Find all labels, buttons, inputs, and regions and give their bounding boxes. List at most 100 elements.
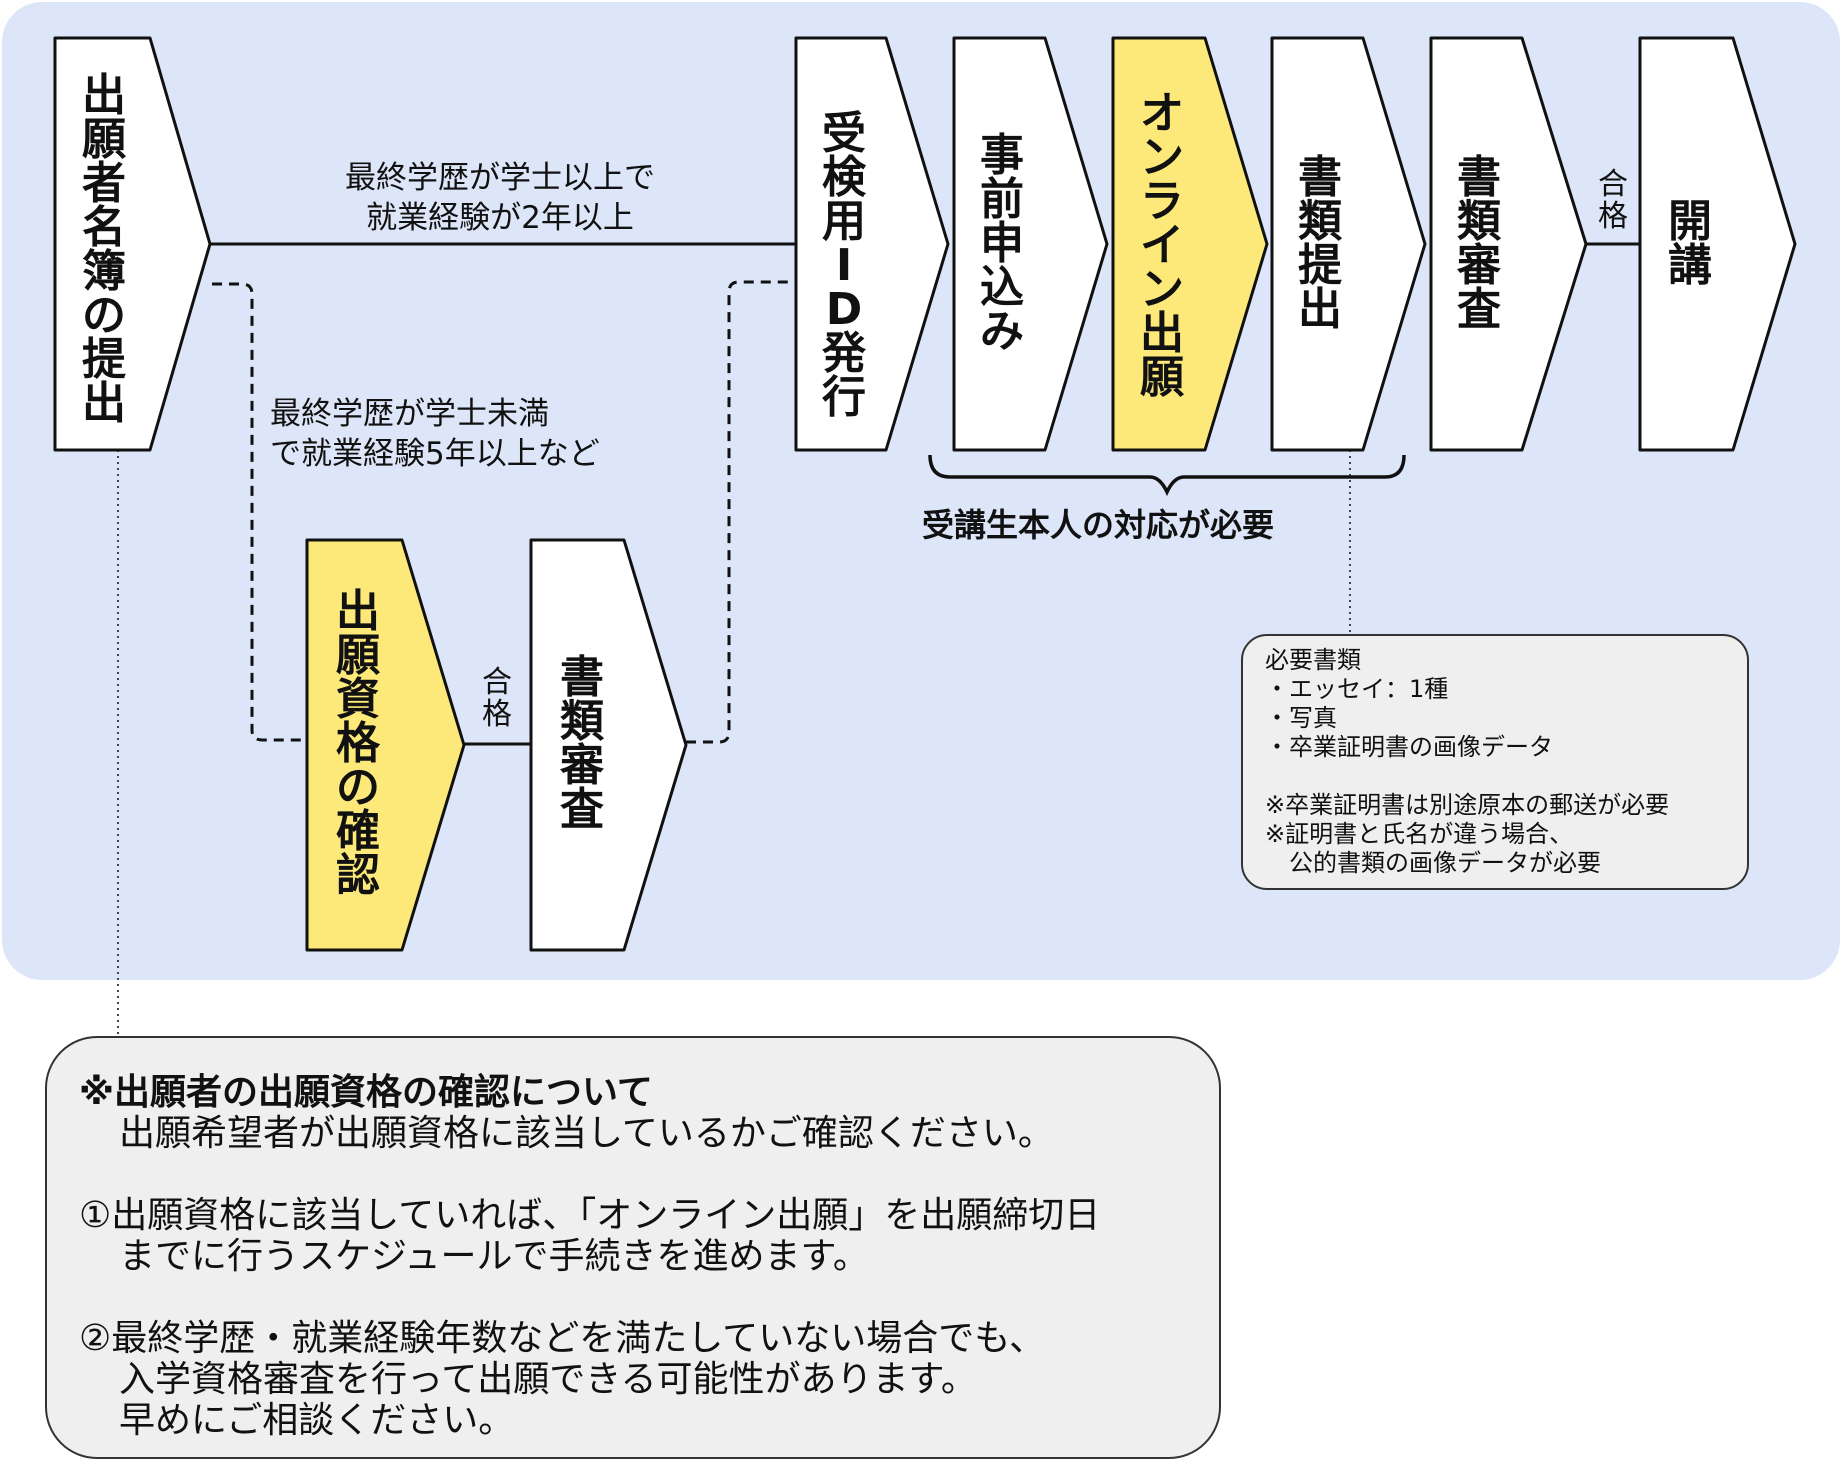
- label-char: 査: [560, 784, 604, 835]
- label-char: ン: [1140, 132, 1184, 183]
- label-char: 確: [336, 806, 380, 857]
- required-docs-note: 公的書類の画像データが必要: [1265, 849, 1601, 877]
- note-point2-line3: 早めにご相談ください。: [119, 1400, 515, 1441]
- step-online-application: オンライン出願: [1126, 92, 1198, 400]
- step-shape-online-application: [1111, 36, 1269, 452]
- step-eligibility-check: 出願資格の確認: [322, 590, 394, 898]
- label-char: 書: [560, 652, 604, 703]
- step-shape-course-start: [1638, 36, 1797, 452]
- required-docs-item: ・卒業証明書の画像データ: [1265, 733, 1553, 761]
- label-char: 者: [82, 158, 126, 209]
- pass-label-eligibility: 合格: [472, 668, 522, 732]
- label-char: 簿: [82, 246, 126, 297]
- label-char: イ: [1140, 220, 1184, 271]
- label-char: 出: [82, 70, 126, 121]
- label-char: 検: [822, 152, 866, 203]
- label-char: 用: [822, 196, 866, 247]
- step-shape-eligibility-check: [305, 538, 466, 952]
- label-char: 出: [82, 378, 126, 429]
- label-char: 事: [980, 130, 1024, 181]
- condition-route-a-line1: 最終学歴が学士以上で: [345, 160, 655, 196]
- condition-route-a: 最終学歴が学士以上で 就業経験が2年以上: [290, 158, 710, 238]
- step-submit-roster: 出願者名簿の提出: [68, 74, 140, 426]
- label-char: オ: [1140, 88, 1184, 139]
- label-char: 願: [1140, 352, 1184, 403]
- step-eligibility-review: 書類審査: [546, 656, 618, 832]
- note-point1-line2: までに行うスケジュールで手続きを進めます。: [119, 1236, 869, 1277]
- note-title: ※出願者の出願資格の確認について: [79, 1072, 653, 1113]
- required-docs-note: ※証明書と氏名が違う場合、: [1265, 820, 1574, 848]
- label-char: 類: [1457, 196, 1501, 247]
- step-course-start: 開講: [1654, 200, 1726, 288]
- label-char: 類: [1298, 196, 1342, 247]
- label-char: 講: [1668, 240, 1712, 291]
- label-char: 行: [822, 372, 866, 423]
- label-char: 書: [1457, 152, 1501, 203]
- label-char: の: [82, 290, 126, 341]
- required-docs-item: ・エッセイ：1種: [1265, 675, 1449, 703]
- label-char: D: [825, 284, 863, 335]
- condition-route-a-line2: 就業経験が2年以上: [366, 200, 634, 236]
- label-char: 審: [560, 740, 604, 791]
- label-char: 書: [1298, 152, 1342, 203]
- eligibility-note-box: ※出願者の出願資格の確認について 出願希望者が出願資格に該当しているかご確認くだ…: [45, 1036, 1221, 1459]
- required-docs-note: ※卒業証明書は別途原本の郵送が必要: [1265, 791, 1670, 819]
- condition-route-b: 最終学歴が学士未満 で就業経験5年以上など: [270, 394, 600, 474]
- pass-label-review: 合格: [1588, 170, 1638, 234]
- applicant-action-label: 受講生本人の対応が必要: [922, 506, 1275, 544]
- required-docs-title: 必要書類: [1265, 646, 1361, 674]
- step-document-review: 書類審査: [1443, 156, 1515, 332]
- label-char: の: [336, 762, 380, 813]
- step-shape-document-review: [1429, 36, 1588, 452]
- note-point1-line1: ①出願資格に該当していれば、「オンライン出願」を出願締切日: [79, 1195, 1101, 1236]
- label-char: 合: [1598, 167, 1628, 202]
- label-char: 名: [82, 202, 126, 253]
- label-char: 出: [336, 586, 380, 637]
- label-char: み: [980, 306, 1024, 357]
- label-char: 込: [980, 262, 1024, 313]
- label-char: I: [835, 240, 853, 291]
- spacer: [79, 1154, 1219, 1195]
- label-char: 願: [82, 114, 126, 165]
- step-shape-id-issue: [794, 36, 950, 452]
- spacer: [79, 1277, 1219, 1318]
- label-char: 格: [482, 697, 512, 732]
- label-char: 提: [1298, 240, 1342, 291]
- condition-route-b-line1: 最終学歴が学士未満: [270, 396, 549, 432]
- connector-route-b-in: [212, 282, 306, 742]
- note-intro: 出願希望者が出願資格に該当しているかご確認ください。: [119, 1113, 1054, 1154]
- label-char: 類: [560, 696, 604, 747]
- step-pre-application: 事前申込み: [966, 134, 1038, 354]
- label-char: 査: [1457, 284, 1501, 335]
- step-shape-document-submission: [1270, 36, 1427, 452]
- connector-route-b-out: [686, 280, 796, 744]
- label-char: 出: [1140, 308, 1184, 359]
- label-char: 格: [336, 718, 380, 769]
- label-char: 格: [1598, 199, 1628, 234]
- label-char: 開: [1668, 196, 1712, 247]
- label-char: 提: [82, 334, 126, 385]
- required-docs-item: ・写真: [1265, 704, 1337, 732]
- label-char: 申: [980, 218, 1024, 269]
- label-char: 前: [980, 174, 1024, 225]
- label-char: ラ: [1140, 176, 1184, 227]
- step-document-submission: 書類提出: [1284, 156, 1356, 332]
- label-char: 出: [1298, 284, 1342, 335]
- required-docs-box: 必要書類 ・エッセイ：1種 ・写真 ・卒業証明書の画像データ ※卒業証明書は別途…: [1241, 634, 1749, 890]
- condition-route-b-line2: で就業経験5年以上など: [270, 436, 600, 472]
- spacer: [1265, 762, 1733, 791]
- step-shape-eligibility-review: [529, 538, 688, 952]
- note-point2-line2: 入学資格審査を行って出願できる可能性があります。: [119, 1359, 977, 1400]
- step-shape-pre-application: [952, 36, 1109, 452]
- label-char: 審: [1457, 240, 1501, 291]
- label-char: 受: [822, 108, 866, 159]
- label-char: 願: [336, 630, 380, 681]
- label-char: ン: [1140, 264, 1184, 315]
- label-char: 合: [482, 665, 512, 700]
- label-char: 認: [336, 850, 380, 901]
- note-point2-line1: ②最終学歴・就業経験年数などを満たしていない場合でも、: [79, 1318, 1046, 1359]
- label-char: 発: [822, 328, 866, 379]
- step-shape-submit-roster: [53, 36, 212, 452]
